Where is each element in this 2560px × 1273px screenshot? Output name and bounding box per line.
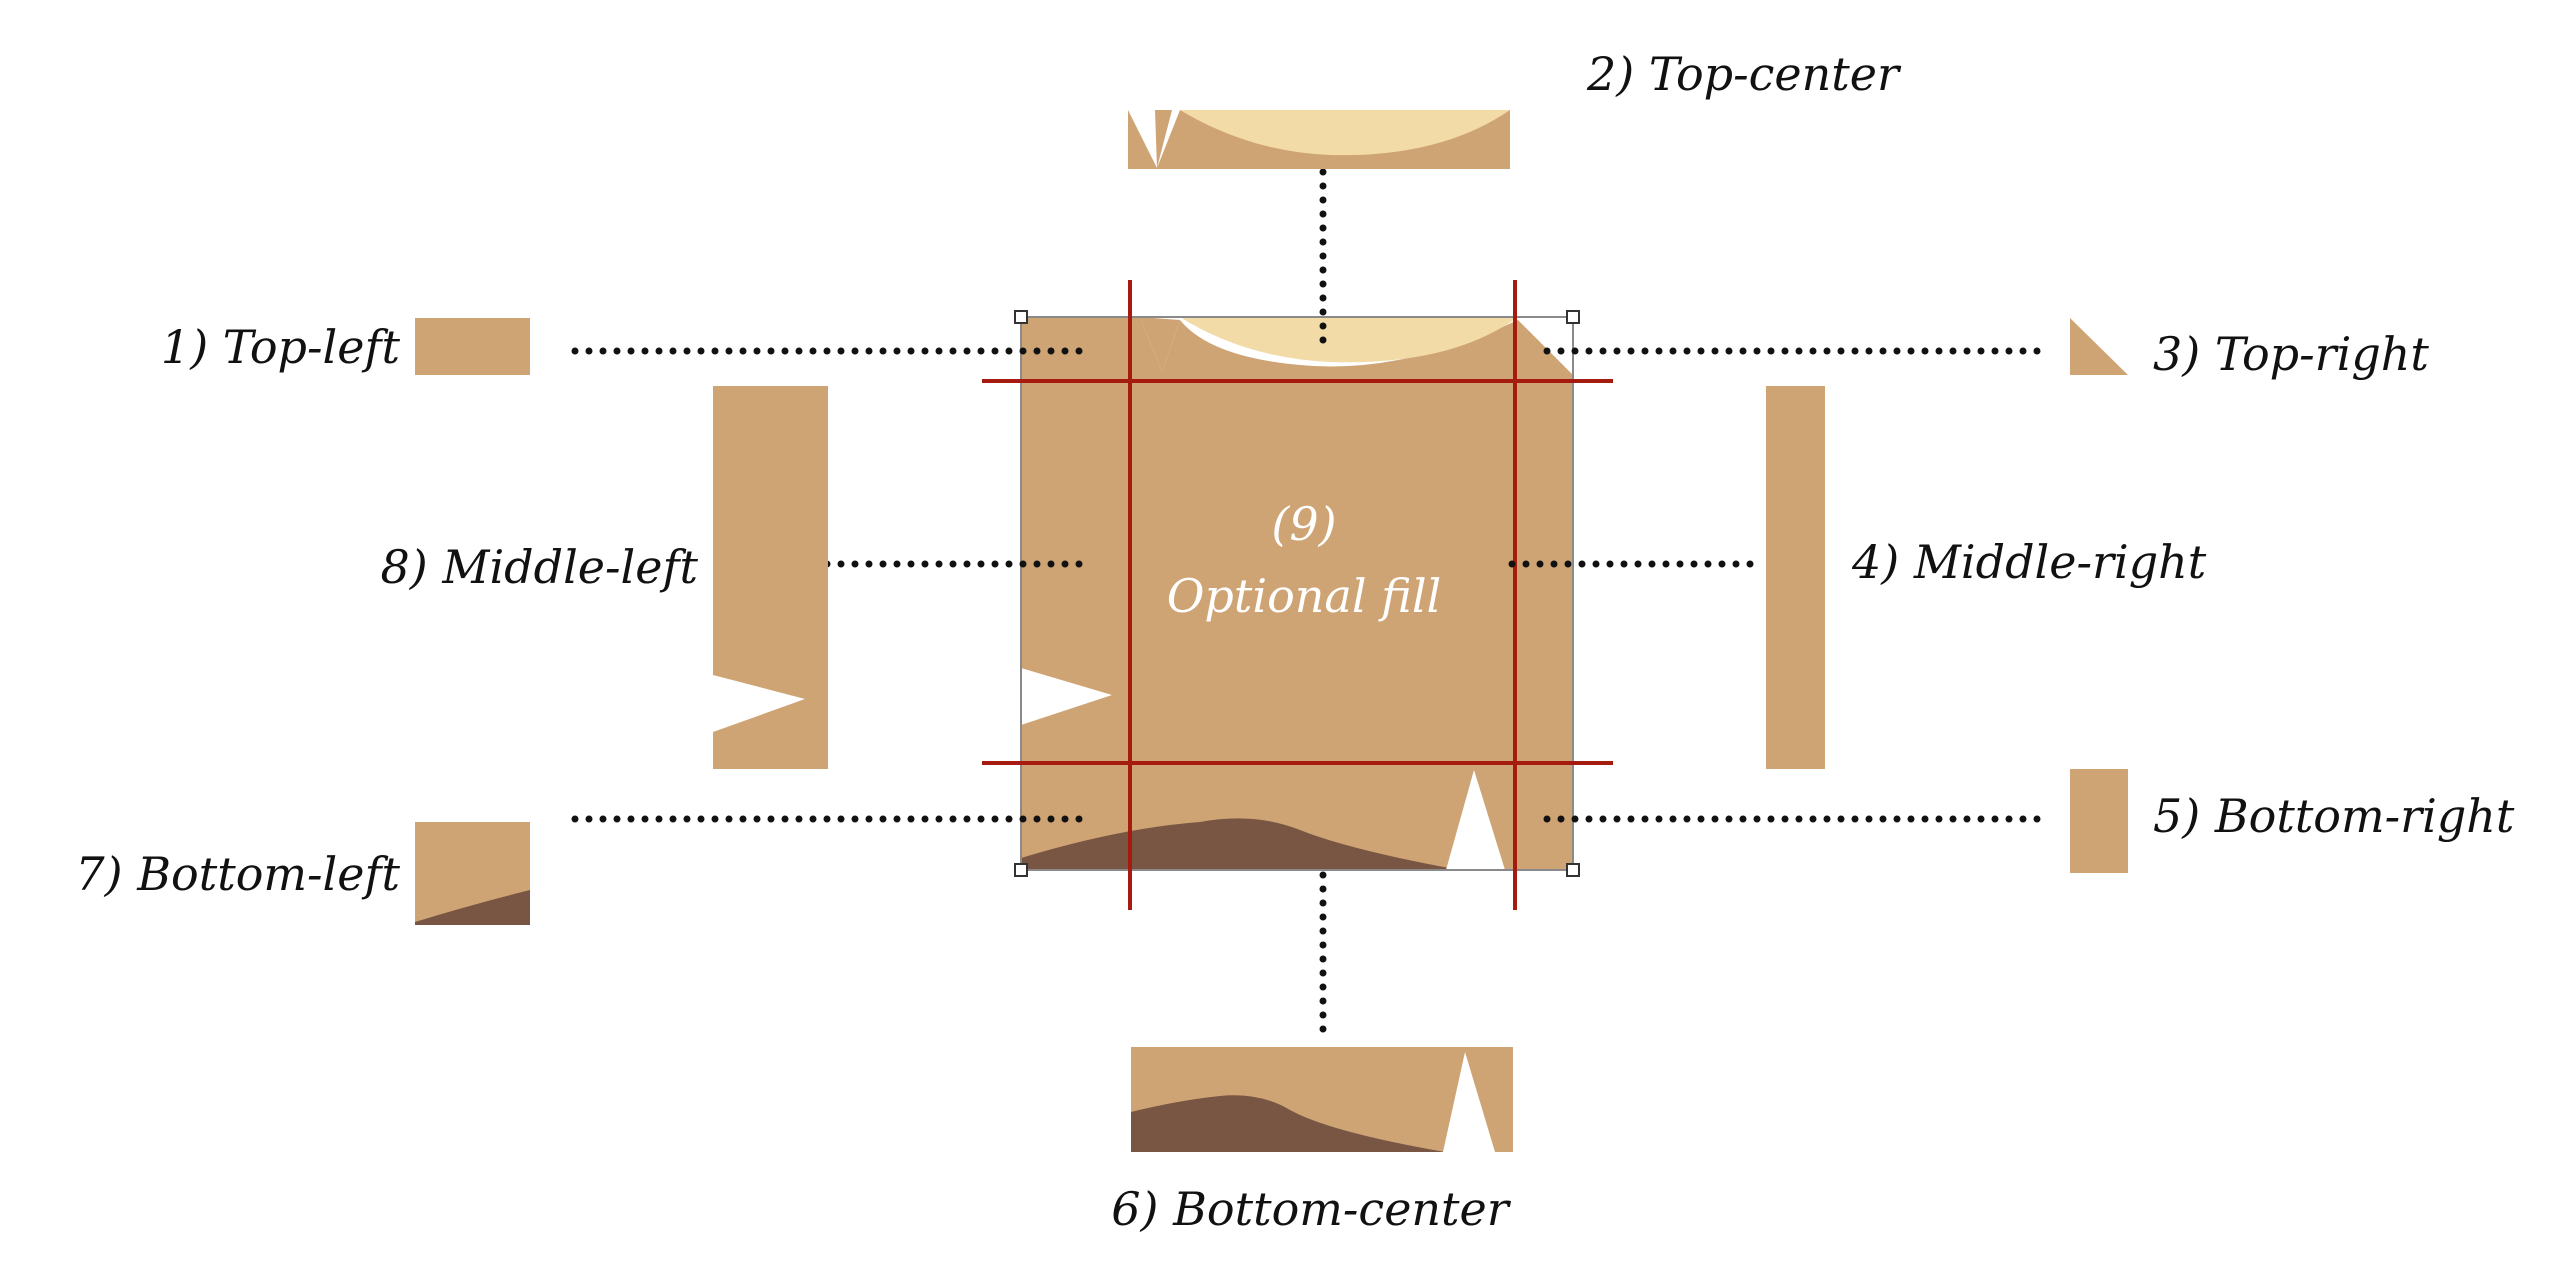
resize-handle-bottom-left[interactable] — [1014, 863, 1028, 877]
top-tan-fill — [1140, 317, 1180, 372]
composed-image — [1014, 310, 1580, 877]
resize-handle-bottom-right[interactable] — [1566, 863, 1580, 877]
slice-top-left — [415, 318, 530, 375]
fill-number-label: (9) — [1271, 497, 1336, 551]
slice-bottom-left — [415, 822, 530, 925]
left-white-notch — [1021, 668, 1112, 725]
slice-top-left-tile — [415, 318, 530, 375]
composed-image-background — [1021, 317, 1573, 870]
slice-bottom-center-white-spike — [1443, 1052, 1495, 1152]
resize-handle-top-right[interactable] — [1566, 310, 1580, 324]
label-top-left: 1) Top-left — [161, 320, 401, 374]
slice-top-center-cream-wave — [1180, 110, 1510, 156]
labels: 1) Top-left 2) Top-center 3) Top-right 4… — [75, 47, 2515, 1236]
label-middle-left: 8) Middle-left — [381, 540, 699, 594]
slice-bottom-center — [1131, 1047, 1513, 1152]
slice-bottom-right — [2070, 769, 2128, 873]
slice-top-right — [2070, 318, 2128, 375]
fill-text-label: Optional fill — [1167, 569, 1442, 623]
bottom-white-spike — [1446, 770, 1505, 870]
slice-bottom-center-brown-hill — [1131, 1095, 1445, 1152]
slice-top-center-notch — [1157, 110, 1180, 168]
slice-guides — [982, 280, 1613, 910]
selection-frame — [1020, 316, 1574, 871]
slice-middle-left-white-notch — [713, 675, 805, 732]
slice-bottom-right-tile — [2070, 769, 2128, 873]
label-bottom-right: 5) Bottom-right — [2153, 789, 2515, 843]
slice-middle-right — [1766, 386, 1825, 769]
slice-middle-right-tile — [1766, 386, 1825, 769]
slice-bottom-left-brown-hill — [415, 890, 530, 925]
resize-handle-top-left[interactable] — [1014, 310, 1028, 324]
slice-top-center — [1128, 110, 1510, 169]
connector-lines — [571, 168, 2049, 1047]
label-middle-right: 4) Middle-right — [1851, 535, 2207, 589]
slice-top-right-tile — [2070, 318, 2128, 375]
top-cream-wave — [1180, 317, 1518, 363]
slice-middle-left — [713, 386, 828, 769]
slice-top-center-notch-edge — [1128, 110, 1157, 168]
label-bottom-center: 6) Bottom-center — [1111, 1182, 1511, 1236]
label-top-center: 2) Top-center — [1586, 47, 1902, 101]
label-bottom-left: 7) Bottom-left — [75, 847, 400, 901]
label-top-right: 3) Top-right — [2153, 327, 2429, 381]
